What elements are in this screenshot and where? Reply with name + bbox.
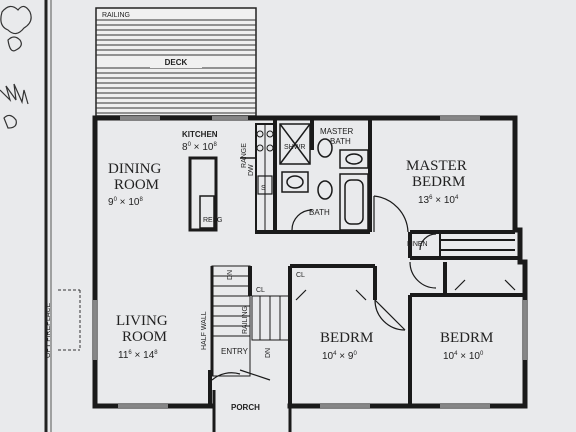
living-room-label-1: LIVING — [116, 313, 168, 329]
kitchen-dimensions: 80 × 108 — [182, 142, 217, 153]
fireplace-label: OPT FIREPLACE — [45, 303, 52, 358]
bedroom-2-dimensions: 104 × 100 — [443, 351, 484, 362]
master-bath-label-2: BATH — [330, 137, 351, 146]
stairs-down-label: DN — [227, 270, 234, 280]
fireplace-outline — [58, 289, 81, 351]
stairs — [210, 265, 291, 377]
deck — [95, 7, 257, 117]
living-room-label-2: ROOM — [122, 329, 167, 345]
deck-label: DECK — [165, 58, 188, 67]
living-room-dimensions: 116 × 148 — [118, 350, 158, 361]
door-swings — [211, 195, 516, 381]
railing-label: RAILING — [242, 306, 249, 334]
bedroom-2-label: BEDRM — [440, 330, 493, 346]
master-bath-label-1: MASTER — [320, 127, 354, 136]
window-sashes — [94, 117, 526, 407]
bath-label: BATH — [309, 208, 330, 217]
entry-label: ENTRY — [221, 347, 249, 356]
bedroom-1-dimensions: 104 × 90 — [322, 351, 357, 362]
closet-label-bedroom: CL — [296, 272, 305, 279]
closet-label-entry: CL — [256, 287, 265, 294]
refrigerator-label: REFG — [203, 217, 222, 224]
master-bedroom-label-2: BEDRM — [412, 174, 465, 190]
shrub-sketch — [0, 5, 32, 129]
bedroom-1-label: BEDRM — [320, 330, 373, 346]
deck-railing-label: RAILING — [102, 12, 130, 19]
closet-walls-thin — [439, 232, 515, 258]
dishwasher-label: DW — [248, 164, 255, 176]
half-wall-label: HALF WALL — [201, 311, 208, 350]
shower-label: SHWR — [284, 144, 305, 151]
entry-down-label: DN — [265, 348, 272, 358]
sink-label: S — [261, 185, 266, 192]
master-bath-fixtures — [279, 123, 369, 231]
master-bedroom-label-1: MASTER — [406, 158, 467, 174]
linen-closet-label: LINEN — [407, 241, 428, 248]
kitchen-label: KITCHEN — [182, 130, 218, 139]
master-bedroom-dimensions: 136 × 104 — [418, 195, 459, 206]
dining-room-label-1: DINING — [108, 161, 161, 177]
dining-room-label-2: ROOM — [114, 177, 159, 193]
interior-walls — [208, 118, 525, 406]
porch-label: PORCH — [231, 403, 260, 412]
range-label: RANGE — [241, 143, 248, 168]
porch — [212, 390, 292, 432]
kitchen-counter — [188, 123, 275, 233]
dining-room-dimensions: 90 × 108 — [108, 197, 143, 208]
